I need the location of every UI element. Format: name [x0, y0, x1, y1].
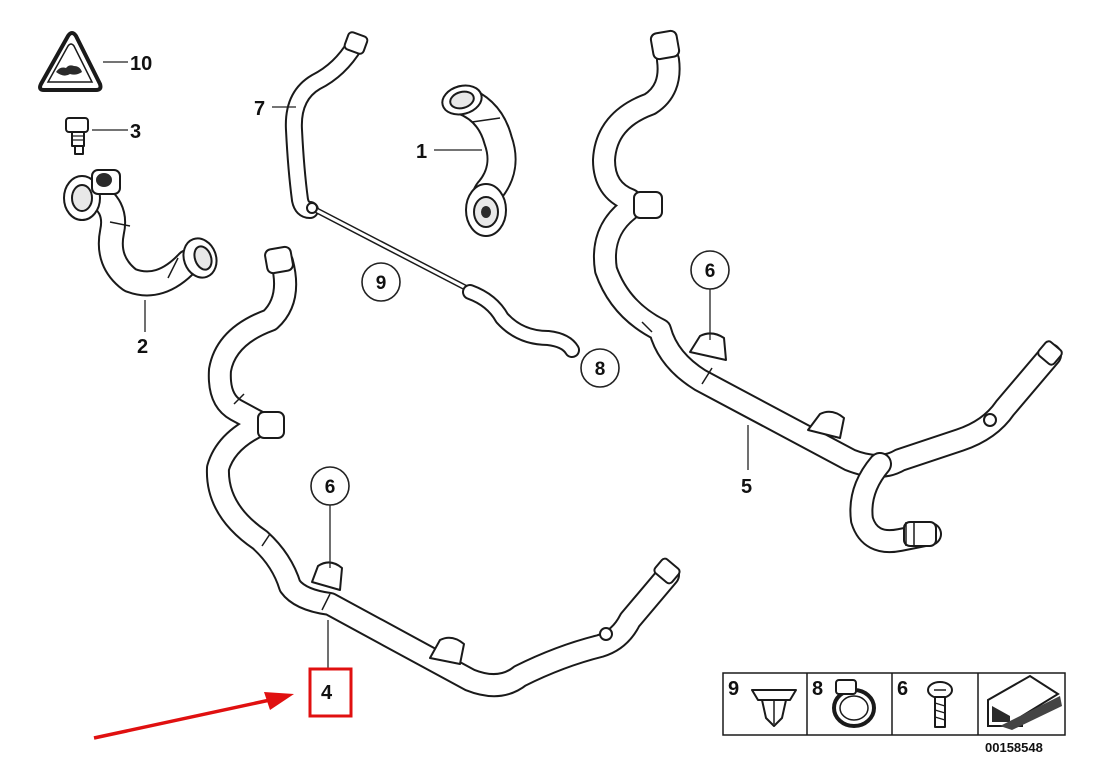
callout-6-left: 6 — [325, 477, 336, 498]
callout-4: 4 — [321, 682, 333, 704]
callout-7: 7 — [254, 98, 265, 120]
warning-triangle-icon — [38, 31, 103, 92]
highlight-box — [308, 667, 353, 718]
part-5-hose — [592, 29, 1063, 553]
callout-8-circle: 8 — [580, 348, 620, 388]
screw-icon — [927, 681, 953, 728]
legend-label-6: 6 — [897, 678, 908, 700]
callout-9-circle: 9 — [361, 262, 401, 302]
callout-6-right: 6 — [705, 261, 716, 282]
part-4-hose — [205, 245, 681, 698]
bleed-screw-icon — [65, 117, 89, 155]
document-number: 00158548 — [985, 740, 1043, 755]
callout-8: 8 — [595, 359, 606, 380]
directional-arrow-icon — [987, 674, 1062, 730]
callout-3: 3 — [130, 121, 141, 143]
callout-2: 2 — [137, 336, 148, 358]
callout-1: 1 — [416, 141, 427, 163]
part-9-line — [306, 202, 580, 358]
part-7-hose — [284, 31, 369, 219]
callout-9: 9 — [376, 273, 387, 294]
callout-6-circle-right: 6 — [690, 250, 730, 290]
part-1-hose — [441, 84, 517, 237]
hose-clamp-icon — [832, 679, 876, 728]
callout-6-circle-left: 6 — [310, 466, 350, 506]
callout-10: 10 — [130, 53, 152, 75]
red-arrow-icon — [93, 692, 294, 740]
legend-label-9: 9 — [728, 678, 739, 700]
callout-5: 5 — [741, 476, 752, 498]
part-2-hose — [63, 169, 218, 297]
legend-label-8: 8 — [812, 678, 823, 700]
clip-icon — [751, 689, 797, 727]
hardware-legend: 9 8 6 — [722, 672, 1066, 736]
